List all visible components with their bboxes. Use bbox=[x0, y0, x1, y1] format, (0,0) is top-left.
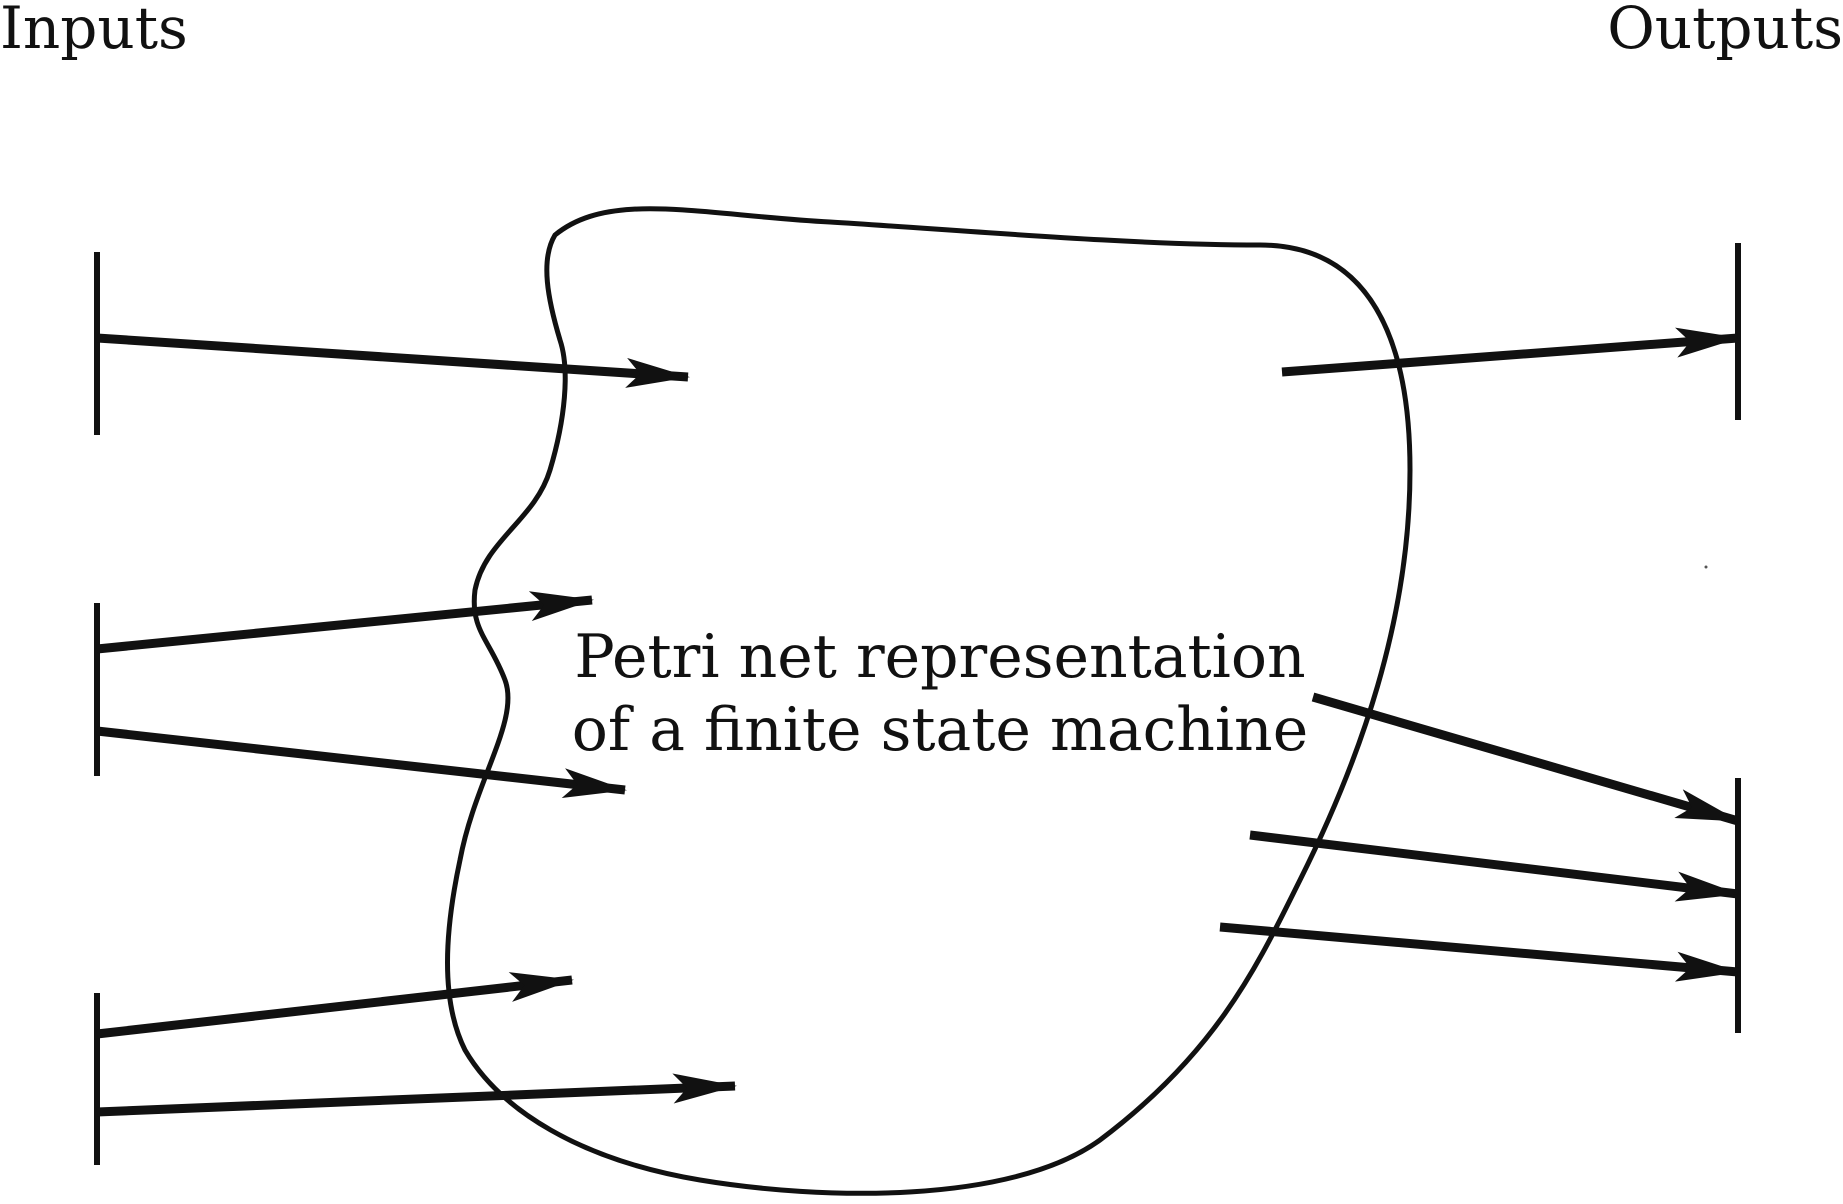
center-label-line-1: Petri net representation bbox=[574, 622, 1305, 692]
input-arrow-2 bbox=[96, 591, 594, 654]
output-arrow-1 bbox=[1281, 327, 1740, 377]
output-arrow-2 bbox=[1311, 692, 1740, 826]
output-arrow-3 bbox=[1249, 830, 1740, 902]
outputs-label: Outputs bbox=[1607, 0, 1843, 62]
input-arrow-3 bbox=[96, 726, 627, 799]
input-arrow-1 bbox=[96, 333, 690, 388]
scan-speck bbox=[1704, 565, 1708, 569]
finite-state-machine-boundary bbox=[445, 206, 1413, 1196]
output-arrow-4 bbox=[1219, 922, 1740, 982]
center-label-line-2: of a finite state machine bbox=[572, 695, 1308, 765]
input-arrow-4 bbox=[96, 972, 574, 1039]
input-arrow-5 bbox=[96, 1073, 737, 1117]
inputs-label: Inputs bbox=[0, 0, 188, 62]
